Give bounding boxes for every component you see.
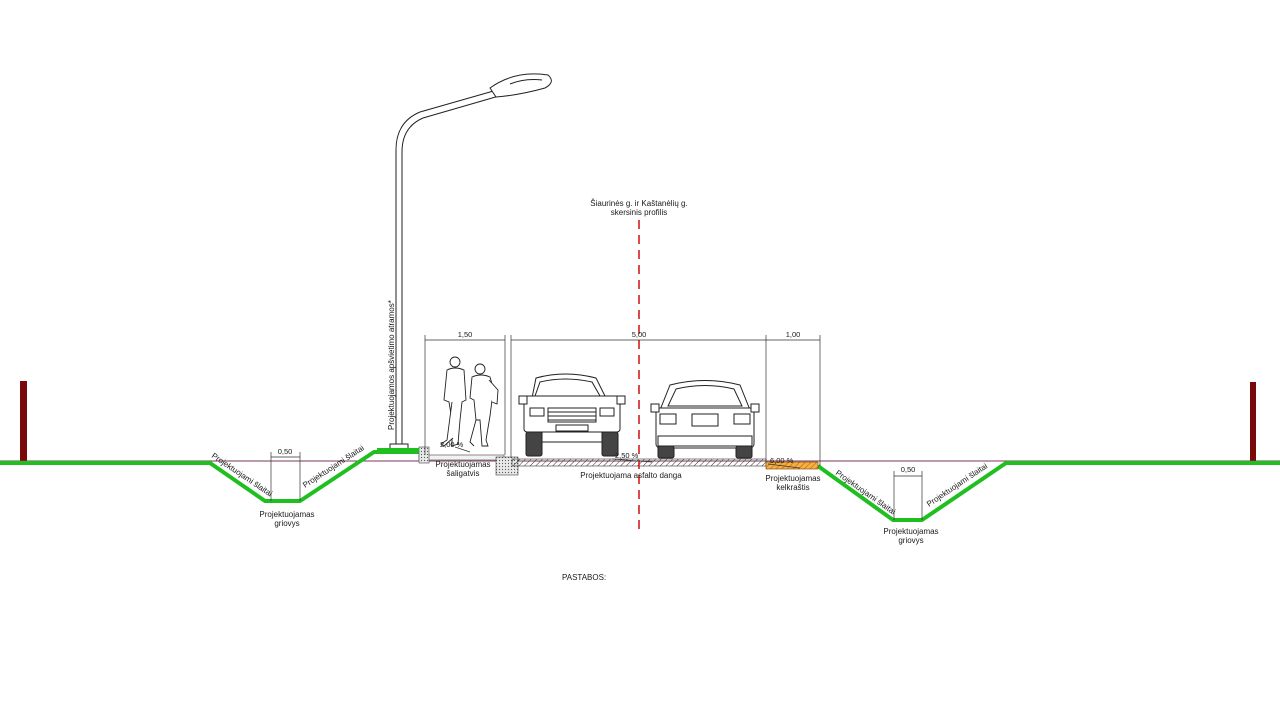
boundary-post-left [20, 381, 27, 463]
light-pole-foundation [377, 448, 419, 453]
drawing-title-line2: skersinis profilis [611, 208, 667, 217]
label-left-slope-outer: Projektuojami šlaitai [210, 451, 274, 498]
label-right-slope-inner: Projektuojami šlaitai [834, 468, 898, 516]
slope-shoulder: 6,00 % [770, 456, 794, 465]
curb-left [418, 446, 430, 464]
label-right-slope-outer: Projektuojami šlaitai [925, 461, 989, 508]
street-light-icon [389, 73, 552, 450]
shoulder-layer [765, 461, 819, 470]
pedestrians-icon [440, 356, 499, 447]
dim-sidewalk: 1,50 [458, 330, 473, 339]
label-asphalt: Projektuojama asfalto danga [580, 471, 682, 480]
dim-carriageway: 5,00 [632, 330, 647, 339]
label-sidewalk-line2: šaligatvis [447, 469, 480, 478]
label-shoulder-line2: kelkraštis [776, 483, 809, 492]
slope-arrows [454, 446, 801, 469]
notes-heading: PASTABOS: [562, 573, 606, 582]
label-right-ditch-line2: griovys [898, 536, 923, 545]
dim-ditch-right: 0,50 [901, 465, 916, 474]
label-left-slope-inner: Projektuojami šlaitai [301, 443, 366, 489]
pickup-truck-icon [518, 373, 626, 457]
label-sidewalk-line1: Projektuojamas [435, 460, 490, 469]
slope-road: 2,50 % [615, 451, 639, 460]
slope-sidewalk: 2,00 % [440, 440, 464, 449]
label-right-ditch-line1: Projektuojamas [883, 527, 938, 536]
dim-ditch-left: 0,50 [278, 447, 293, 456]
boundary-post-right [1250, 382, 1256, 463]
dimension-lines [270, 335, 923, 520]
label-left-ditch-line2: griovys [274, 519, 299, 528]
label-lighting-pole: Projektuojamos apšvietimo atramos* [387, 300, 396, 430]
ground-profile-left [0, 450, 419, 503]
drawing-title-line1: Šiaurinės g. ir Kaštanėlių g. [590, 199, 687, 208]
label-shoulder-line1: Projektuojamas [765, 474, 820, 483]
car-rear-icon [650, 380, 760, 459]
label-left-ditch-line1: Projektuojamas [259, 510, 314, 519]
dim-shoulder: 1,00 [786, 330, 801, 339]
